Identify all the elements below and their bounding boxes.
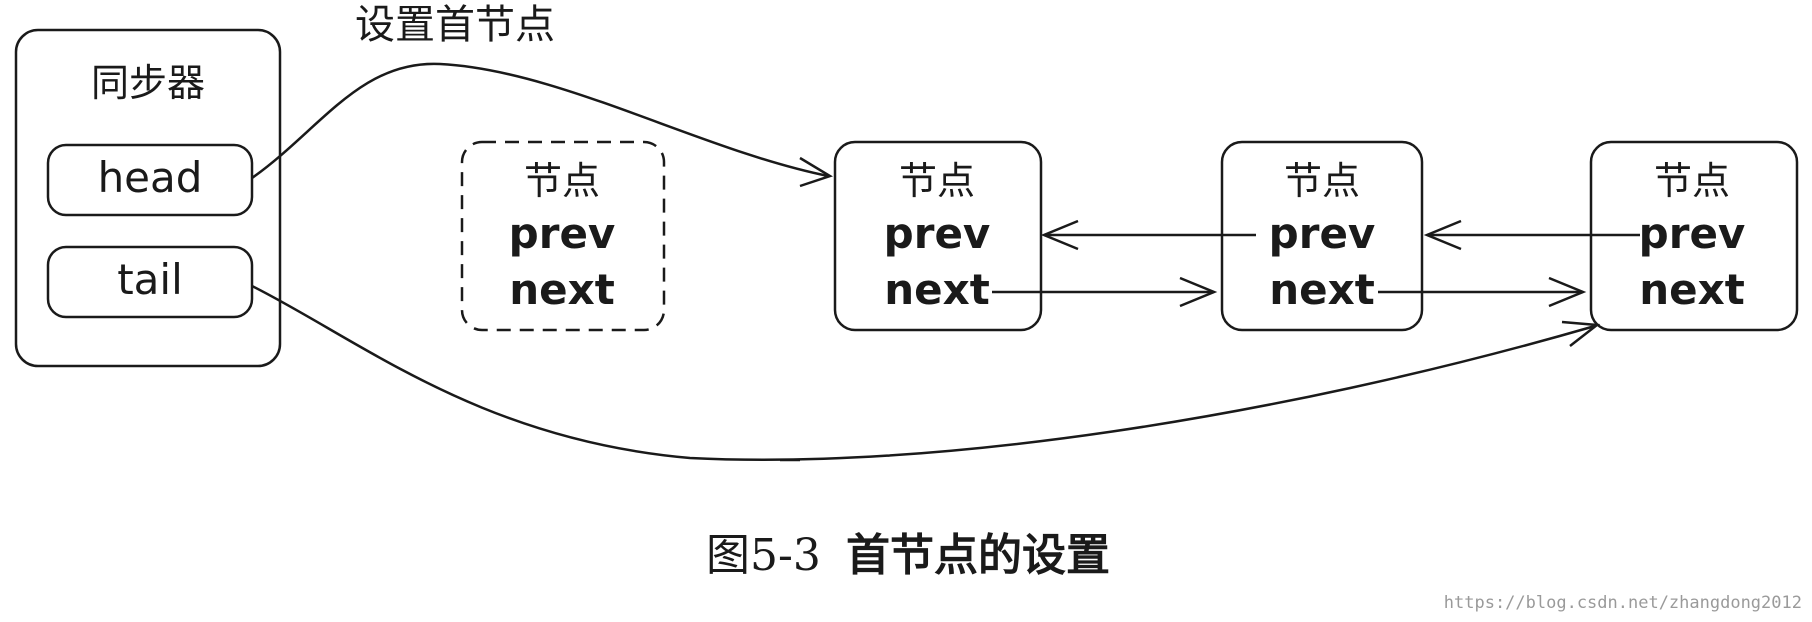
tail-label: tail [117,255,183,304]
head-pointer-arrow [251,62,833,188]
next-arrow-2 [1378,276,1587,308]
node-frame [833,140,1043,332]
node-head: 节点 prev next [833,140,1043,332]
next-arrow-1 [992,276,1218,308]
node-prev-label: prev [1639,209,1746,258]
annotation-label: 设置首节点 [355,2,555,48]
node-next-label: next [1639,265,1745,314]
tail-field [46,245,254,319]
caption-text: 首节点的设置 [846,530,1110,581]
watermark: https://blog.csdn.net/zhangdong2012 [1444,593,1802,613]
node-frame [460,140,666,332]
tail-pointer-arrow [251,284,1601,462]
node-next-label: next [1269,265,1375,314]
node-old-head: 节点 prev next [460,140,666,332]
node-prev-label: prev [1269,209,1376,258]
prev-arrow-2 [1423,219,1640,251]
node-tail: 节点 prev next [1589,140,1799,332]
node-title: 节点 [1284,159,1360,203]
figure-caption: 图5-3 首节点的设置 [706,530,1110,581]
node-middle: 节点 prev next [1220,140,1424,332]
synchronizer-title: 同步器 [91,61,205,105]
prev-arrow-1 [1040,219,1256,251]
node-next-label: next [884,265,990,314]
node-title: 节点 [524,159,600,203]
caption-number: 图5-3 [706,530,821,581]
node-prev-label: prev [509,209,616,258]
head-field [46,143,254,217]
node-prev-label: prev [884,209,991,258]
node-title: 节点 [1654,159,1730,203]
node-next-label: next [509,265,615,314]
head-label: head [98,153,203,202]
synchronizer-box: 同步器 head tail [14,28,282,368]
node-title: 节点 [899,159,975,203]
